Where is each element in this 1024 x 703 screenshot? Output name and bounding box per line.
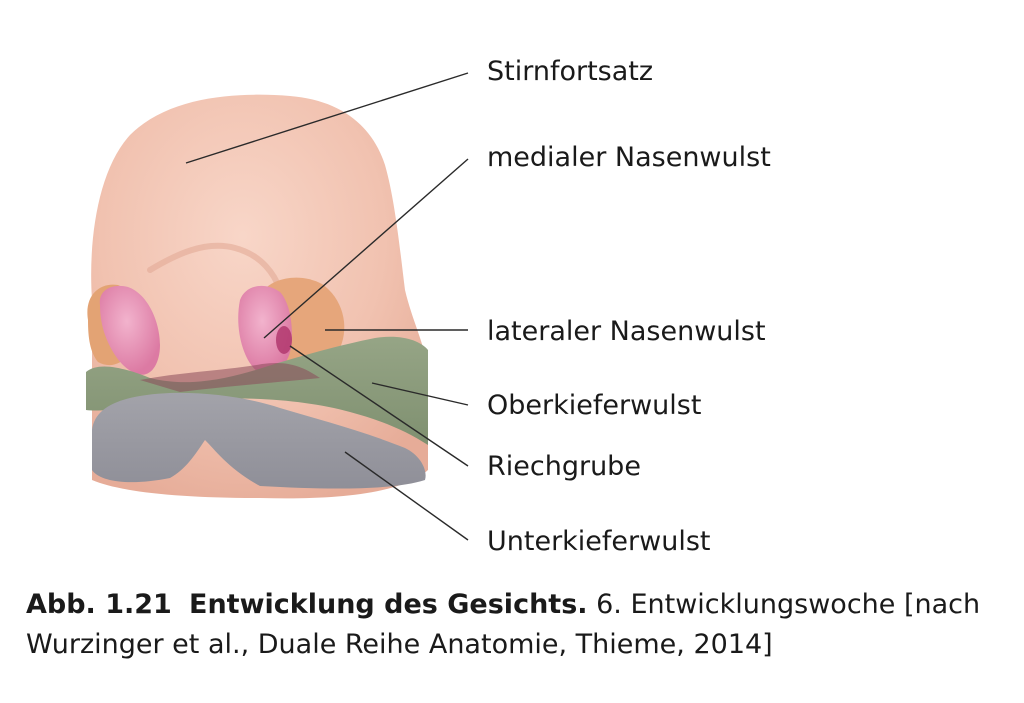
mandibular-process — [92, 392, 426, 489]
medial-nasal-right — [238, 285, 292, 374]
leader-oberkieferwulst — [371, 382, 469, 406]
medial-nasal-left — [99, 285, 160, 375]
figure-caption: Abb. 1.21 Entwicklung des Gesichts. 6. E… — [26, 585, 1006, 665]
embryo-face-illustration — [86, 72, 469, 541]
label-stirnfortsatz: Stirnfortsatz — [487, 56, 654, 87]
leader-lines — [185, 72, 469, 541]
nasal-pit — [276, 326, 292, 354]
label-riechgrube: Riechgrube — [487, 451, 641, 482]
label-lateraler-nasenwulst: lateraler Nasenwulst — [487, 316, 766, 347]
maxillary-process — [86, 336, 428, 445]
label-unterkieferwulst: Unterkieferwulst — [487, 526, 711, 557]
leader-riechgrube — [289, 345, 469, 467]
leader-unterkieferwulst — [344, 451, 469, 541]
caption-text-line2: Wurzinger et al., Duale Reihe Anatomie, … — [26, 629, 773, 660]
figure-number: Abb. 1.21 — [26, 589, 172, 620]
frontal-crease — [147, 242, 283, 293]
figure-title: Entwicklung des Gesichts. — [189, 589, 588, 620]
caption-text-line1: 6. Entwicklungswoche [nach — [596, 589, 981, 620]
leader-stirnfortsatz — [185, 72, 469, 164]
stomodeum — [140, 362, 320, 392]
label-medialer-nasenwulst: medialer Nasenwulst — [487, 142, 771, 173]
label-oberkieferwulst: Oberkieferwulst — [487, 390, 702, 421]
leader-medialer-nasenwulst — [263, 158, 469, 339]
